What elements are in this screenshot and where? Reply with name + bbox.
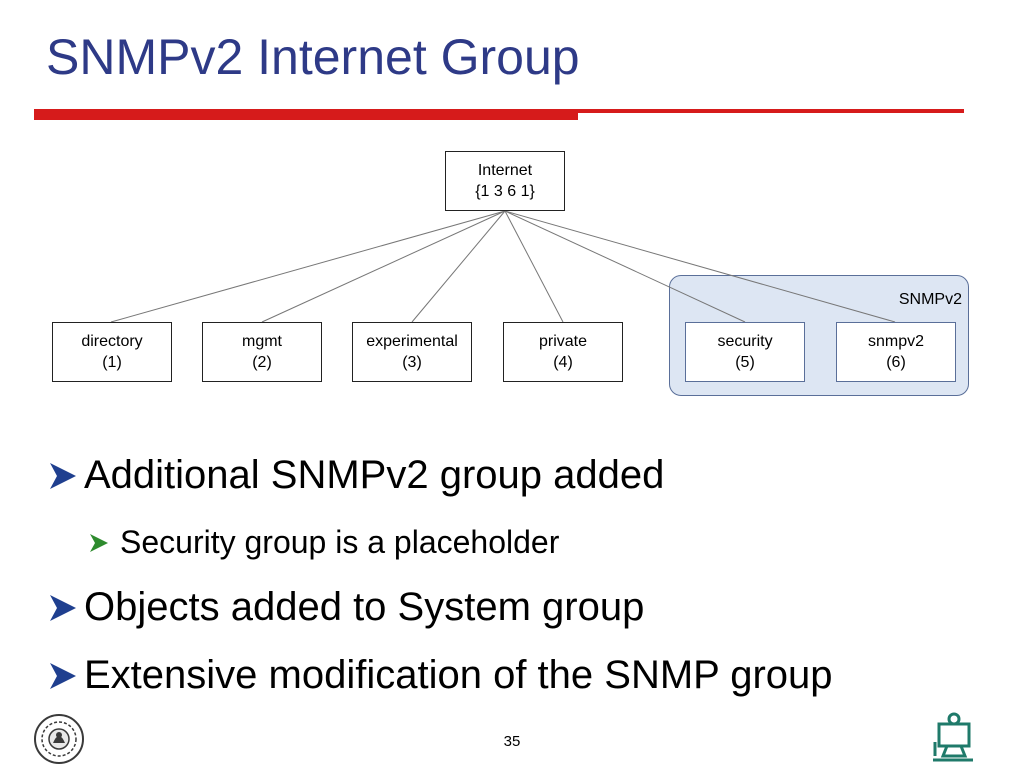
page-number: 35: [503, 733, 521, 750]
arrowhead-bullet-icon: [50, 462, 76, 489]
node-name: directory: [81, 333, 143, 350]
arrowhead-bullet-icon: [50, 662, 76, 689]
node-mgmt: mgmt (2): [202, 322, 322, 382]
node-security: security (5): [685, 322, 805, 382]
slide-title: SNMPv2 Internet Group: [46, 29, 580, 85]
connector-private: [504, 210, 564, 323]
bullet-text: Additional SNMPv2 group added: [84, 453, 665, 497]
node-name: Internet: [477, 162, 533, 179]
connector-directory: [110, 210, 506, 323]
node-private: private (4): [503, 322, 623, 382]
bullet-text: Extensive modification of the SNMP group: [84, 653, 833, 697]
bullet-item: Extensive modification of the SNMP group: [48, 653, 833, 698]
node-number: (1): [102, 354, 122, 371]
arrowhead-bullet-icon: [50, 594, 76, 621]
node-experimental: experimental (3): [352, 322, 472, 382]
connector-security: [504, 210, 746, 323]
group-label: SNMPv2: [898, 291, 962, 308]
node-oid: {1 3 6 1}: [475, 183, 535, 200]
bullet-text: Security group is a placeholder: [120, 524, 560, 560]
node-directory: directory (1): [52, 322, 172, 382]
bullet-item: Additional SNMPv2 group added: [48, 453, 664, 498]
node-name: snmpv2: [867, 333, 925, 350]
connector-mgmt: [261, 210, 506, 323]
node-name: private: [538, 333, 588, 350]
node-name: experimental: [366, 333, 458, 350]
bullet-text: Objects added to System group: [84, 585, 645, 629]
node-number: (5): [735, 354, 755, 371]
node-number: (6): [886, 354, 906, 371]
connector-experimental: [411, 210, 506, 323]
connector-snmpv2: [504, 210, 896, 323]
sub-bullet-item: Security group is a placeholder: [88, 524, 559, 561]
node-name: security: [717, 333, 773, 350]
node-internet: Internet {1 3 6 1}: [445, 151, 565, 211]
computer-user-icon: [933, 712, 973, 762]
arrowhead-sub-bullet-icon: [90, 533, 108, 552]
bullet-item: Objects added to System group: [48, 585, 644, 630]
node-number: (3): [402, 354, 422, 371]
university-seal-icon: [34, 714, 84, 764]
node-number: (2): [252, 354, 272, 371]
node-snmpv2: snmpv2 (6): [836, 322, 956, 382]
node-name: mgmt: [242, 333, 282, 350]
node-number: (4): [553, 354, 573, 371]
title-underline-accent: [34, 111, 578, 120]
